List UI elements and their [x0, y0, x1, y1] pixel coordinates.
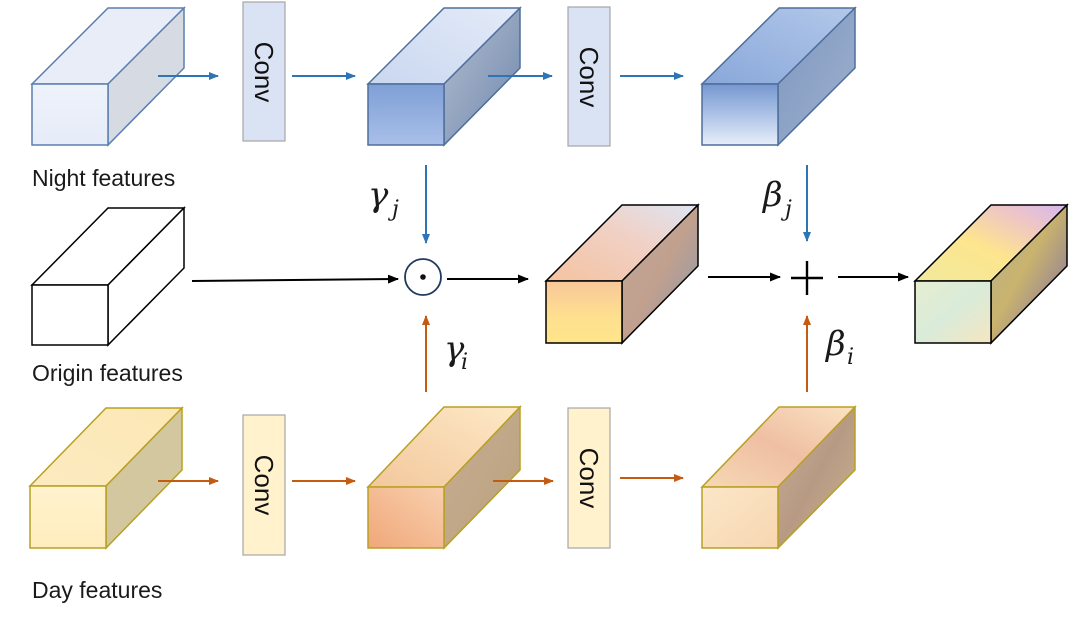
elementwise-multiply-node — [404, 258, 442, 296]
beta-i-subscript: i — [847, 345, 854, 370]
day-feature-cuboid-3 — [700, 405, 857, 550]
beta-i-symbol: β — [824, 324, 846, 364]
origin-features-label: Origin features — [32, 360, 183, 386]
conv-label: Conv — [249, 455, 279, 516]
origin-to-multiply-arrow — [191, 274, 399, 284]
gamma-j-symbol: γ — [368, 175, 389, 215]
night-feature-cuboid-3 — [700, 6, 857, 147]
day-conv-2: Conv — [567, 407, 611, 549]
night-feature-cuboid-2 — [366, 6, 522, 147]
day-input-cuboid — [28, 406, 184, 550]
night-conv-1: Conv — [242, 1, 286, 142]
day-feature-cuboid-2 — [366, 405, 522, 550]
conv-label: Conv — [249, 42, 279, 103]
conv-label: Conv — [574, 47, 604, 108]
gamma-i-subscript: i — [461, 350, 468, 375]
add-node — [791, 261, 823, 295]
gamma-j-subscript: j — [387, 197, 399, 222]
origin-input-cuboid — [30, 206, 186, 347]
day-features-label: Day features — [32, 577, 162, 603]
night-input-cuboid — [30, 6, 186, 147]
day-conv-1: Conv — [242, 414, 286, 556]
conv-label: Conv — [574, 448, 604, 509]
night-conv-2: Conv — [567, 6, 611, 147]
night-features-label: Night features — [32, 165, 175, 191]
output-feature-cuboid — [913, 203, 1069, 345]
modulated-feature-cuboid — [544, 203, 700, 345]
beta-j-symbol: β — [761, 175, 783, 215]
gamma-i-symbol: γ — [444, 329, 465, 369]
